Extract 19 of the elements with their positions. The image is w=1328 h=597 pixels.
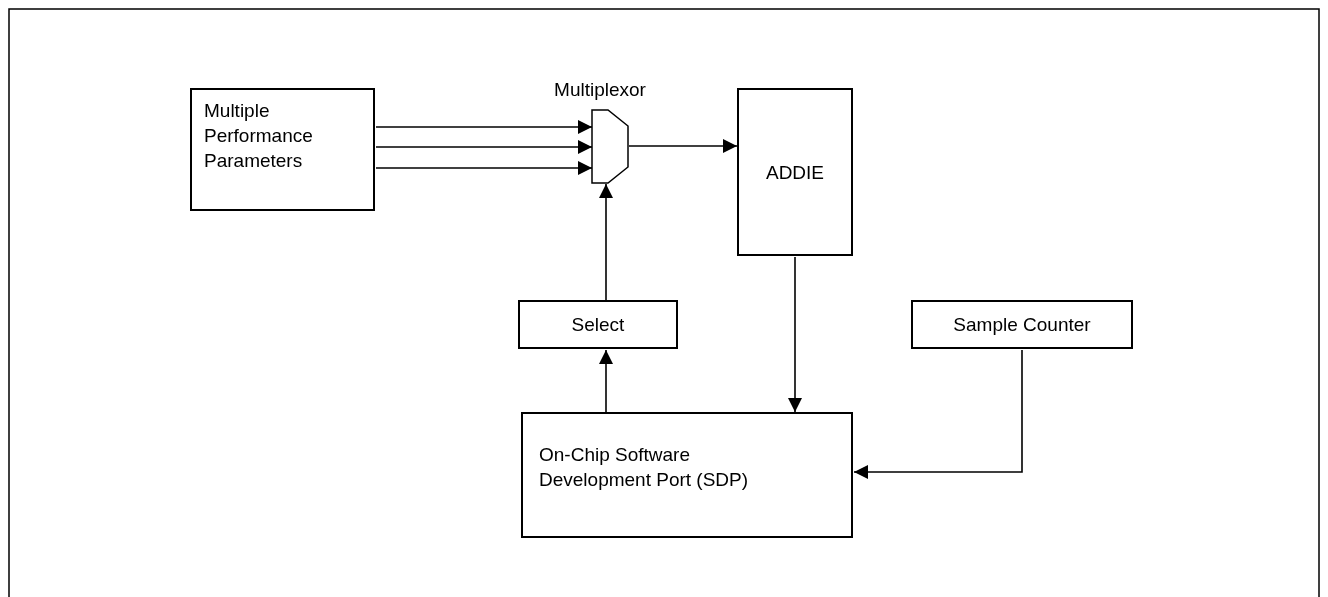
block-box: [911, 300, 1133, 349]
block-label: Sample Counter: [953, 313, 1091, 337]
arrow: [599, 349, 613, 413]
block-box: [518, 300, 678, 349]
block-label: Select: [571, 313, 625, 337]
component-label: Multiplexor: [553, 78, 647, 102]
arrow: [375, 161, 593, 175]
block-box: [190, 88, 375, 211]
arrow: [375, 140, 593, 154]
arrow: [375, 120, 593, 134]
block-box: [737, 88, 853, 256]
arrow: [599, 183, 613, 301]
block-label: Multiple Performance Parameters: [204, 99, 314, 173]
block-label: On-Chip Software Development Port (SDP): [539, 443, 750, 492]
block-box: [521, 412, 853, 538]
arrow: [628, 139, 738, 153]
arrow: [788, 256, 802, 413]
arrow: [853, 349, 1023, 479]
block-label: ADDIE: [765, 160, 825, 185]
